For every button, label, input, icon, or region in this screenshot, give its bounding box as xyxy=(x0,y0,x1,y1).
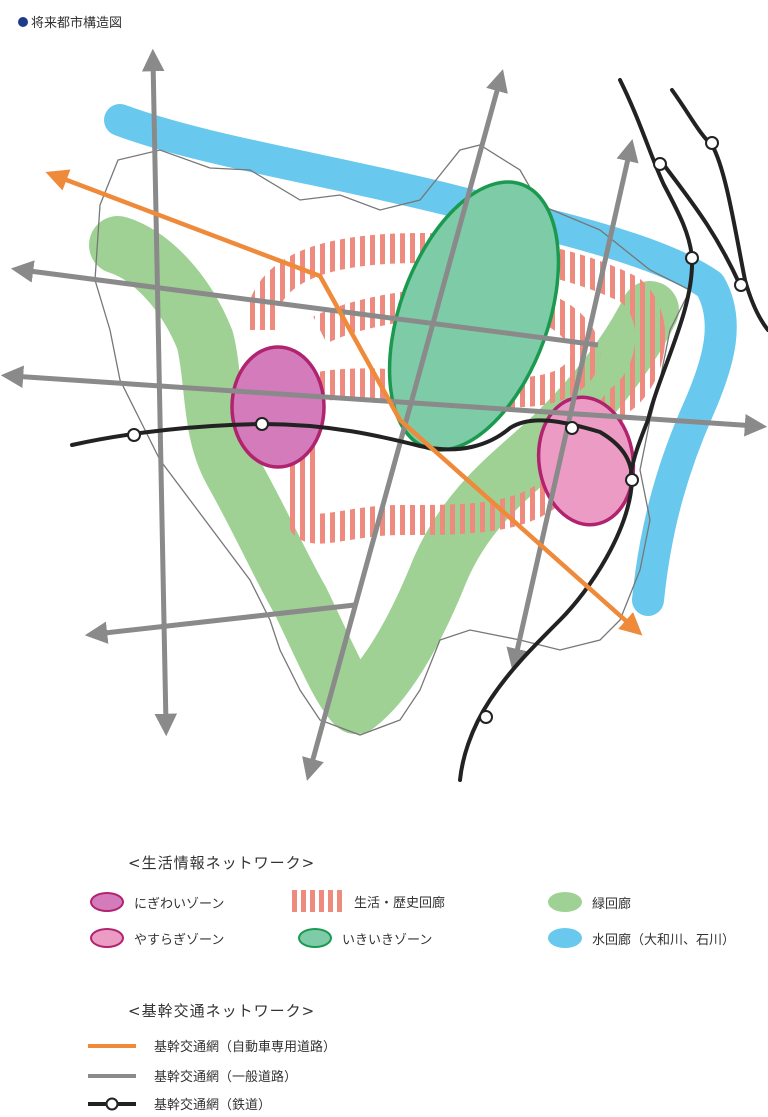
red-hatch-icon xyxy=(292,890,344,912)
legend-item-corridor: 生活・歴史回廊 xyxy=(292,890,445,912)
station-east-2 xyxy=(705,136,719,150)
orange-line-icon xyxy=(88,1043,136,1048)
teal-ellipse-icon xyxy=(298,928,332,948)
legend-item-railway: 基幹交通網（鉄道） xyxy=(88,1094,271,1113)
legend-item-nigiwai: にぎわいゾーン xyxy=(90,892,224,912)
map-title: 将来都市構造図 xyxy=(18,12,122,31)
station-south xyxy=(479,710,493,724)
magenta-ellipse-icon xyxy=(90,892,124,912)
gray-line-icon xyxy=(88,1073,136,1078)
station-east-4 xyxy=(734,278,748,292)
legend-item-water: 水回廊（大和川、石川） xyxy=(548,928,735,948)
station-east-1 xyxy=(653,157,667,171)
station-east-3 xyxy=(685,251,699,265)
water-corridor xyxy=(104,104,737,616)
railway-northeast-link xyxy=(662,163,742,287)
green-blob-icon xyxy=(548,892,582,912)
title-bullet-icon xyxy=(18,16,28,27)
legend-item-expressway: 基幹交通網（自動車専用道路） xyxy=(88,1036,336,1055)
station-nigiwai xyxy=(255,417,269,431)
legend-transport-heading: <基幹交通ネットワーク> xyxy=(128,1002,316,1020)
title-text: 将来都市構造図 xyxy=(31,16,123,31)
station-west xyxy=(127,428,141,442)
black-rail-line-icon xyxy=(88,1097,136,1111)
nigiwai-zone xyxy=(230,345,326,469)
pink-ellipse-icon xyxy=(90,928,124,948)
legend-living-heading: <生活情報ネットワーク> xyxy=(128,854,316,872)
legend-item-ikiiki: いきいきゾーン xyxy=(298,928,432,948)
city-structure-map xyxy=(0,48,768,782)
legend-item-green: 緑回廊 xyxy=(548,892,631,912)
station-junction xyxy=(625,473,639,487)
station-yasuragi xyxy=(565,421,579,435)
legend-item-general-road: 基幹交通網（一般道路） xyxy=(88,1066,297,1085)
railway-northeast xyxy=(670,88,768,332)
legend-item-yasuragi: やすらぎゾーン xyxy=(90,928,224,948)
blue-blob-icon xyxy=(548,928,582,948)
expressway xyxy=(45,169,643,636)
